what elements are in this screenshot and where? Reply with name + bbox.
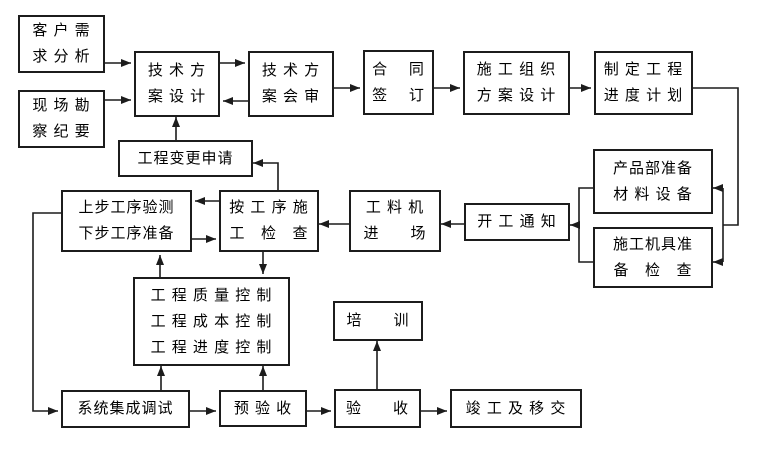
edge-schedule-trunk [693, 87, 739, 226]
box-label-line: 工 程 成 本 控 制 [150, 312, 273, 330]
box-label-line: 按 工 序 施 [229, 199, 309, 216]
box-training: 培 训 [333, 301, 423, 341]
box-label-line: 察 纪 要 [32, 123, 91, 140]
box-label-line: 进 场 [363, 225, 427, 242]
box-label-line: 竣 工 及 移 交 [465, 399, 567, 417]
box-label-line: 制 定 工 程 [603, 61, 684, 78]
box-handover: 竣 工 及 移 交 [450, 389, 582, 428]
box-label-line: 备 检 查 [613, 261, 693, 279]
box-quality-control: 工 程 质 量 控 制 工 程 成 本 控 制 工 程 进 度 控 制 [133, 277, 290, 366]
edge-process-check-to-change-request [253, 159, 279, 190]
edge-prep-merge-rail [578, 187, 593, 263]
box-label-line: 技 术 方 [147, 62, 207, 79]
box-label-line: 方 案 设 计 [476, 87, 557, 104]
box-machine-tool-prep: 施工机具准 备 检 查 [593, 227, 713, 288]
box-label-line: 下步工序准备 [78, 225, 175, 242]
box-label-line: 工 程 质 量 控 制 [150, 286, 273, 304]
box-change-request: 工程变更申请 [118, 140, 253, 177]
box-label-line: 施 工 组 织 [476, 61, 557, 78]
box-label-line: 案 设 计 [147, 88, 207, 105]
box-label-line: 进 度 计 划 [603, 87, 684, 104]
box-label-line: 工 料 机 [365, 199, 425, 216]
box-label-line: 现 场 勘 [32, 97, 91, 114]
box-label-line: 求 分 析 [32, 48, 91, 65]
box-label-line: 系统集成调试 [77, 400, 174, 417]
box-pre-acceptance: 预 验 收 [219, 390, 307, 427]
edge-step-verify-to-integration-test [32, 212, 61, 415]
box-label-line: 施工机具准 [612, 235, 693, 253]
box-integration-test: 系统集成调试 [61, 390, 190, 428]
box-label-line: 材 料 设 备 [613, 185, 693, 203]
box-product-dept-prep: 产品部准备 材 料 设 备 [593, 149, 713, 214]
box-label-line: 签 订 [372, 86, 425, 104]
box-start-notice: 开 工 通 知 [464, 203, 570, 241]
box-label-line: 验 收 [345, 399, 409, 417]
box-schedule-plan: 制 定 工 程 进 度 计 划 [594, 51, 693, 115]
box-label-line: 合 同 [372, 60, 425, 78]
box-label-line: 上步工序验测 [78, 199, 175, 216]
box-tech-design: 技 术 方 案 设 计 [134, 51, 220, 117]
box-materials-entry: 工 料 机 进 场 [349, 190, 441, 252]
box-step-verification: 上步工序验测 下步工序准备 [61, 190, 192, 252]
box-label-line: 客 户 需 [32, 22, 91, 39]
box-label-line: 案 会 审 [261, 88, 321, 105]
box-label-line: 产品部准备 [612, 159, 693, 177]
box-label-line: 开 工 通 知 [477, 213, 557, 230]
box-acceptance: 验 收 [334, 389, 421, 428]
box-contract-signing: 合 同 签 订 [363, 50, 434, 115]
box-process-check: 按 工 序 施 工 检 查 [219, 190, 319, 252]
box-label-line: 工程变更申请 [137, 149, 234, 167]
box-label-line: 预 验 收 [233, 399, 293, 417]
box-label-line: 技 术 方 [261, 62, 321, 79]
box-tech-review: 技 术 方 案 会 审 [248, 51, 334, 117]
box-construction-org-design: 施 工 组 织 方 案 设 计 [463, 51, 570, 115]
box-label-line: 工 程 进 度 控 制 [150, 338, 273, 356]
box-site-survey: 现 场 勘 察 纪 要 [18, 90, 105, 148]
box-label-line: 培 训 [346, 312, 410, 329]
box-label-line: 工 检 查 [229, 225, 309, 242]
box-customer-needs: 客 户 需 求 分 析 [18, 15, 105, 73]
